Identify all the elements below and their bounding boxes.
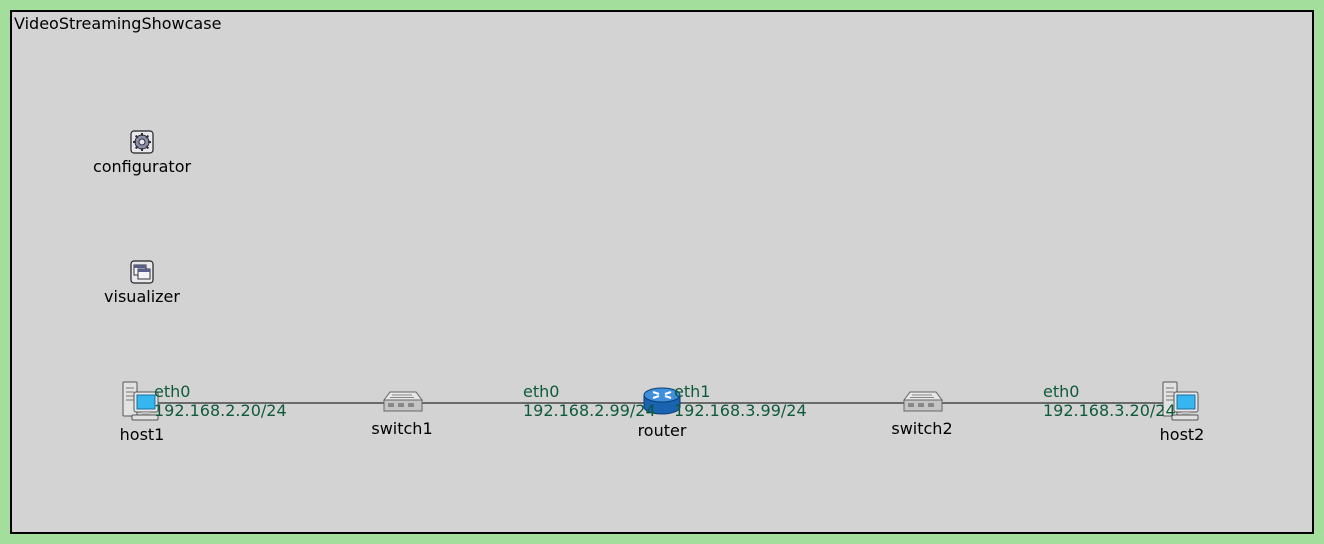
switch-icon <box>903 391 943 412</box>
computer-icon <box>122 381 159 421</box>
router-label: router <box>637 421 687 440</box>
switch-icon <box>383 391 423 412</box>
computer-icon <box>1162 381 1199 421</box>
switch2-label: switch2 <box>891 419 953 438</box>
node-switch1[interactable] <box>380 389 424 421</box>
router-eth0-iface: eth0 192.168.2.99/24 <box>523 382 656 420</box>
router-eth1-address: 192.168.3.99/24 <box>674 401 807 420</box>
node-host1[interactable] <box>120 380 164 426</box>
host1-eth0-name: eth0 <box>154 382 191 401</box>
host1-label: host1 <box>119 425 165 444</box>
node-host2[interactable] <box>1160 380 1204 426</box>
host1-eth0-address: 192.168.2.20/24 <box>154 401 287 420</box>
gear-icon <box>130 130 154 154</box>
router-icon <box>643 387 681 415</box>
node-configurator[interactable] <box>130 130 154 158</box>
router-eth0-name: eth0 <box>523 382 560 401</box>
window-icon <box>130 260 154 284</box>
network-title: VideoStreamingShowcase <box>14 14 222 33</box>
node-router[interactable] <box>642 385 682 421</box>
host2-label: host2 <box>1159 425 1205 444</box>
node-switch2[interactable] <box>900 389 944 421</box>
node-visualizer[interactable] <box>130 260 154 288</box>
network-canvas: VideoStreamingShowcase configurator <box>10 10 1314 534</box>
host2-eth0-name: eth0 <box>1043 382 1080 401</box>
host1-eth0-iface: eth0 192.168.2.20/24 <box>154 382 287 420</box>
links-layer <box>142 402 1182 404</box>
router-eth0-address: 192.168.2.99/24 <box>523 401 656 420</box>
router-eth1-iface: eth1 192.168.3.99/24 <box>674 382 807 420</box>
visualizer-label: visualizer <box>104 287 180 306</box>
switch1-label: switch1 <box>371 419 433 438</box>
router-eth1-name: eth1 <box>674 382 711 401</box>
host2-eth0-iface: eth0 192.168.3.20/24 <box>1043 382 1176 420</box>
host2-eth0-address: 192.168.3.20/24 <box>1043 401 1176 420</box>
configurator-label: configurator <box>92 157 192 176</box>
